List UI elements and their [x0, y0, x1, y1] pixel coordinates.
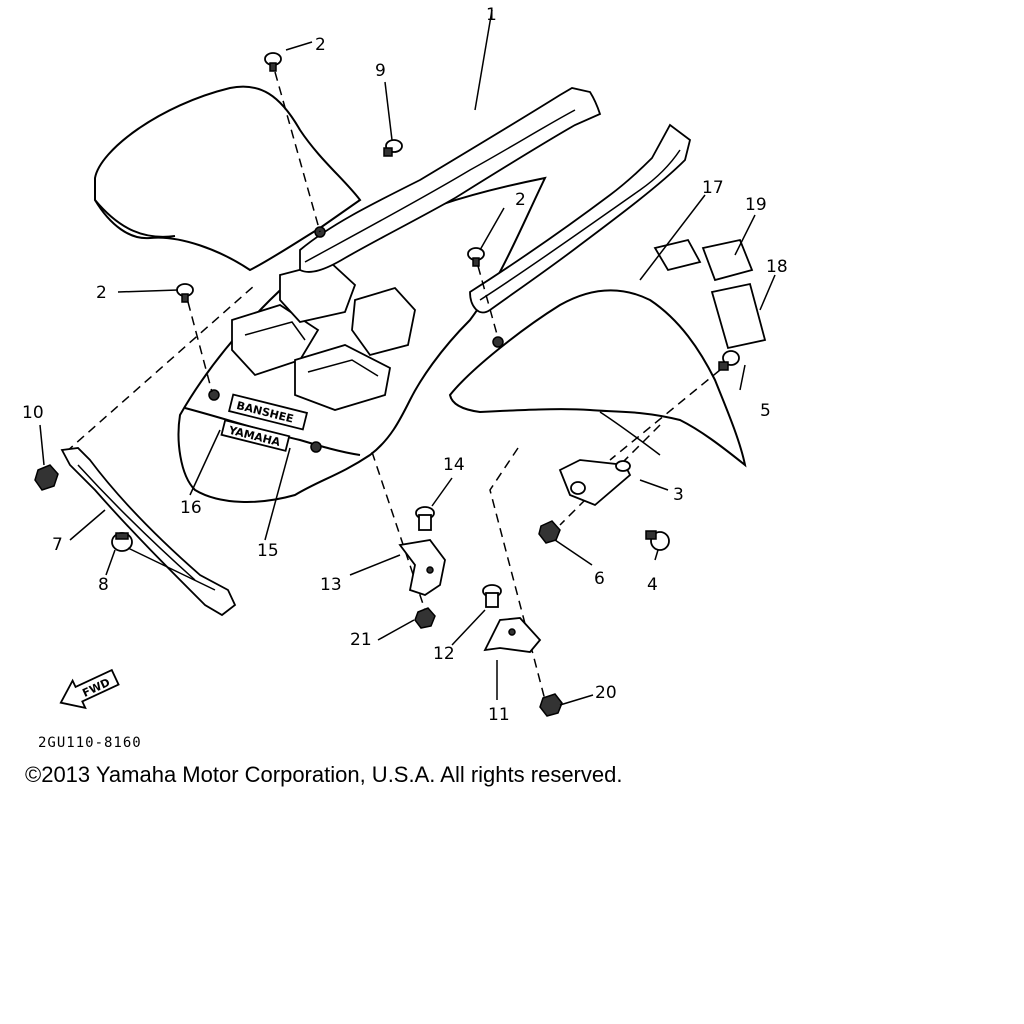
- bolt-12: [482, 584, 502, 608]
- bolt-2-top: [264, 52, 282, 72]
- callout-3: 3: [673, 485, 684, 505]
- bolt-2-left: [176, 283, 194, 303]
- stay-7: [60, 447, 237, 617]
- callout-2-right: 2: [515, 190, 526, 210]
- bracket-3: [558, 459, 632, 507]
- bracket-13: [398, 539, 446, 596]
- callout-6: 6: [594, 569, 605, 589]
- sticker-17: [653, 238, 702, 272]
- bolt-14: [415, 506, 435, 531]
- callout-19: 19: [745, 195, 767, 215]
- callout-8: 8: [98, 575, 109, 595]
- callout-5: 5: [760, 401, 771, 421]
- callout-7: 7: [52, 535, 63, 555]
- leader-lines: [39, 9, 776, 706]
- callout-10: 10: [22, 403, 44, 423]
- bolt-8: [111, 532, 216, 591]
- callout-2-left: 2: [96, 283, 107, 303]
- bolt-4: [645, 530, 670, 551]
- nut-6: [538, 520, 561, 544]
- callout-16: 16: [180, 498, 202, 518]
- callout-18: 18: [766, 257, 788, 277]
- callout-14: 14: [443, 455, 465, 475]
- sticker-19: [701, 238, 754, 282]
- nut-20: [539, 693, 563, 717]
- nut-10: [34, 464, 59, 491]
- callout-11: 11: [488, 705, 510, 725]
- callout-15: 15: [257, 541, 279, 561]
- copyright-notice: ©2013 Yamaha Motor Corporation, U.S.A. A…: [25, 762, 623, 787]
- sticker-18: [710, 282, 767, 350]
- bolt-9: [383, 139, 403, 157]
- nut-21: [414, 607, 436, 629]
- callout-12: 12: [433, 644, 455, 664]
- bolt-5: [718, 350, 740, 371]
- callout-4: 4: [647, 575, 658, 595]
- callout-9: 9: [375, 61, 386, 81]
- callout-2-top: 2: [315, 35, 326, 55]
- callout-13: 13: [320, 575, 342, 595]
- fwd-arrow-icon: FWD: [59, 668, 120, 710]
- bolt-2-right: [467, 247, 485, 267]
- callout-21: 21: [350, 630, 372, 650]
- callout-17: 17: [702, 178, 724, 198]
- rear-fender: [94, 85, 747, 503]
- diagram-code: 2GU110-8160: [38, 735, 142, 751]
- callout-20: 20: [595, 683, 617, 703]
- bracket-11: [483, 617, 542, 653]
- callout-1: 1: [486, 5, 497, 25]
